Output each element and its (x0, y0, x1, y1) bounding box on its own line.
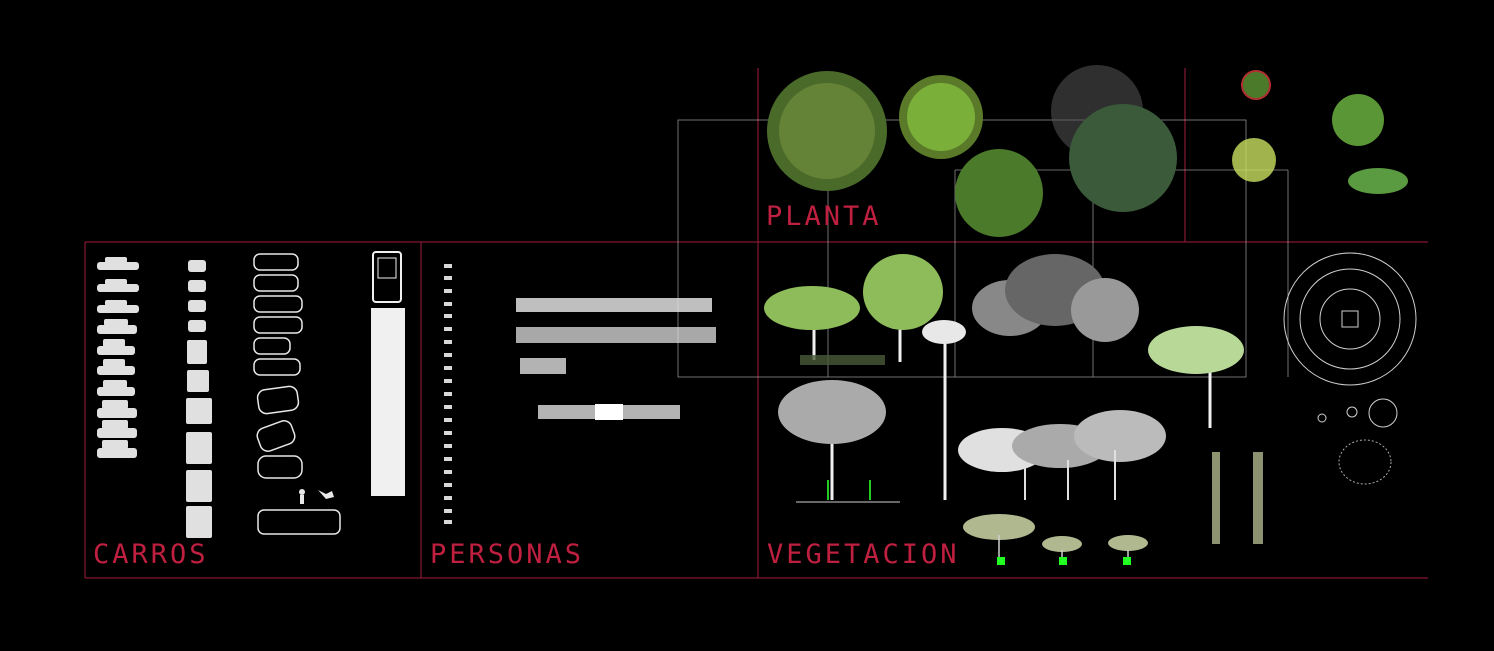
car-icon (188, 300, 206, 312)
car-icons-top (253, 253, 341, 535)
car-icon (253, 253, 299, 271)
car-icon (256, 385, 300, 415)
palm-icon (922, 320, 966, 344)
tree-plan-icon (1069, 104, 1177, 212)
car-icon (256, 420, 296, 452)
car-icon (97, 257, 139, 270)
bus-icon (186, 398, 212, 424)
tree-plan-icon (955, 149, 1043, 237)
tree-elevation-icon (1148, 326, 1244, 374)
vehicle-icons-front (186, 260, 212, 538)
marker-icon (1123, 557, 1131, 565)
tree-elevation-icon (963, 514, 1035, 540)
truck-icon (187, 370, 209, 392)
person-silhouette-icons-crowd (516, 298, 716, 420)
car-icon (97, 440, 137, 458)
shrub-icon (1348, 168, 1408, 194)
tree-elevation-icon (863, 254, 943, 330)
car-icon (253, 316, 303, 334)
bus-icon (186, 506, 212, 538)
section-label-carros: CARROS (93, 539, 209, 570)
car-icon (97, 380, 135, 396)
car-icon (188, 260, 206, 272)
tree-elevation-icon (778, 380, 886, 444)
car-icon (253, 295, 303, 313)
tree-elevation-icons-small (963, 514, 1148, 565)
car-icon (257, 455, 303, 479)
car-icon (97, 339, 135, 355)
section-label-personas: PERSONAS (430, 539, 585, 570)
shrub-icon (1332, 94, 1384, 146)
tree-elevation-icon (1042, 536, 1082, 552)
section-label-planta: PLANTA (766, 201, 882, 232)
tree-elevation-icons-row1 (764, 254, 1244, 500)
car-icons-side (97, 257, 139, 458)
car-icon (97, 319, 137, 334)
marker-icon (1059, 557, 1067, 565)
marker-icon (997, 557, 1005, 565)
tree-elevation-icon (1108, 535, 1148, 551)
car-icon (97, 359, 135, 375)
bus-icon (186, 470, 212, 502)
bus-icon (186, 432, 212, 464)
tree-plan-outline-icons (1283, 252, 1417, 485)
car-icon (97, 420, 137, 438)
person-silhouette-icon (299, 489, 334, 504)
tree-elevation-icon (764, 286, 860, 330)
tree-elevation-icons-row2 (778, 380, 1263, 544)
car-icon (97, 300, 139, 313)
truck-icon (371, 251, 405, 496)
car-icon (97, 279, 139, 292)
person-silhouette-icons-column (444, 264, 452, 524)
tree-elevation-icon (1074, 410, 1166, 462)
section-label-vegetacion: VEGETACION (767, 539, 960, 570)
car-icon (253, 274, 299, 292)
shrub-icon (1232, 138, 1276, 182)
car-icon (253, 358, 301, 376)
car-icon (188, 320, 206, 332)
car-icon (253, 337, 291, 355)
tree-plan-icons (767, 65, 1408, 237)
truck-icon (187, 340, 207, 364)
tree-plan-icon (1241, 70, 1271, 100)
car-icon (97, 400, 137, 418)
car-icon (188, 280, 206, 292)
bus-icon (257, 509, 341, 535)
frame-lines (84, 68, 1428, 579)
tree-elevation-icon (1071, 278, 1139, 342)
